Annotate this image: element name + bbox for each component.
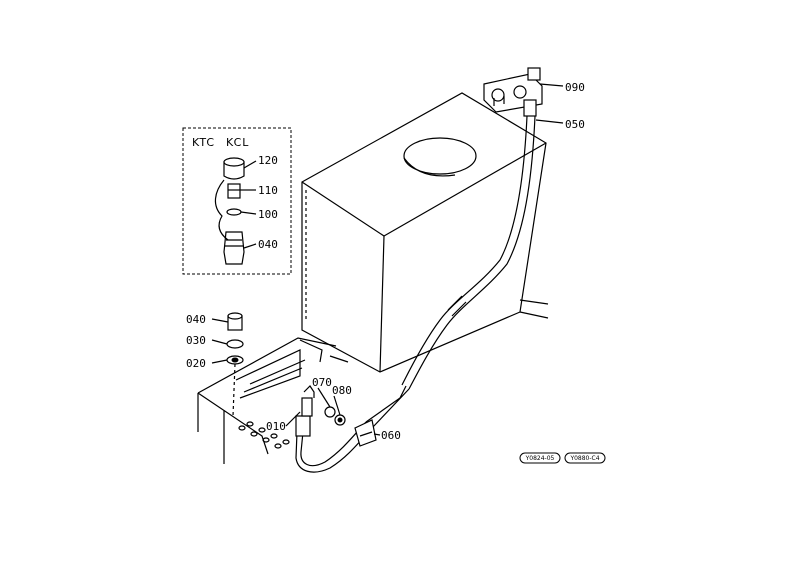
callout-080: 080 bbox=[332, 384, 352, 397]
mounting-holes bbox=[238, 421, 290, 449]
callout-120: 120 bbox=[258, 154, 278, 167]
callout-070: 070 bbox=[312, 376, 332, 389]
inset-box: KTC KCL bbox=[182, 127, 292, 275]
ref-code-right: Y0880-C4 bbox=[569, 455, 599, 462]
bolt-and-washer bbox=[324, 406, 346, 426]
base-frame bbox=[197, 337, 349, 464]
drain-plug-stack bbox=[226, 312, 244, 417]
inset-header-ktc: KTC bbox=[192, 136, 215, 149]
callout-010: 010 bbox=[266, 420, 286, 433]
inset-adapter bbox=[227, 183, 241, 199]
callout-030: 030 bbox=[186, 334, 206, 347]
inset-washer bbox=[226, 208, 242, 216]
callout-labels: 090 050 120 110 100 040 040 030 020 070 … bbox=[186, 81, 585, 442]
reference-codes: Y0824-05 Y0880-C4 bbox=[519, 452, 606, 464]
callout-050: 050 bbox=[565, 118, 585, 131]
fitting bbox=[295, 385, 315, 437]
inset-plug bbox=[223, 231, 245, 265]
callout-090: 090 bbox=[565, 81, 585, 94]
ref-code-left: Y0824-05 bbox=[525, 455, 555, 462]
filler-cap bbox=[403, 137, 477, 177]
hose-clamp bbox=[354, 419, 377, 447]
callout-020: 020 bbox=[186, 357, 206, 370]
callout-060: 060 bbox=[381, 429, 401, 442]
valve-assembly bbox=[483, 67, 543, 117]
inset-header-kcl: KCL bbox=[226, 136, 249, 149]
leader-lines bbox=[211, 83, 564, 436]
callout-110: 110 bbox=[258, 184, 278, 197]
callout-100: 100 bbox=[258, 208, 278, 221]
callout-040: 040 bbox=[186, 313, 206, 326]
callout-040-inset: 040 bbox=[258, 238, 278, 251]
fuel-hose bbox=[365, 115, 536, 429]
inset-cap bbox=[223, 157, 245, 180]
lower-hose bbox=[295, 419, 377, 473]
fuel-tank bbox=[301, 92, 549, 373]
